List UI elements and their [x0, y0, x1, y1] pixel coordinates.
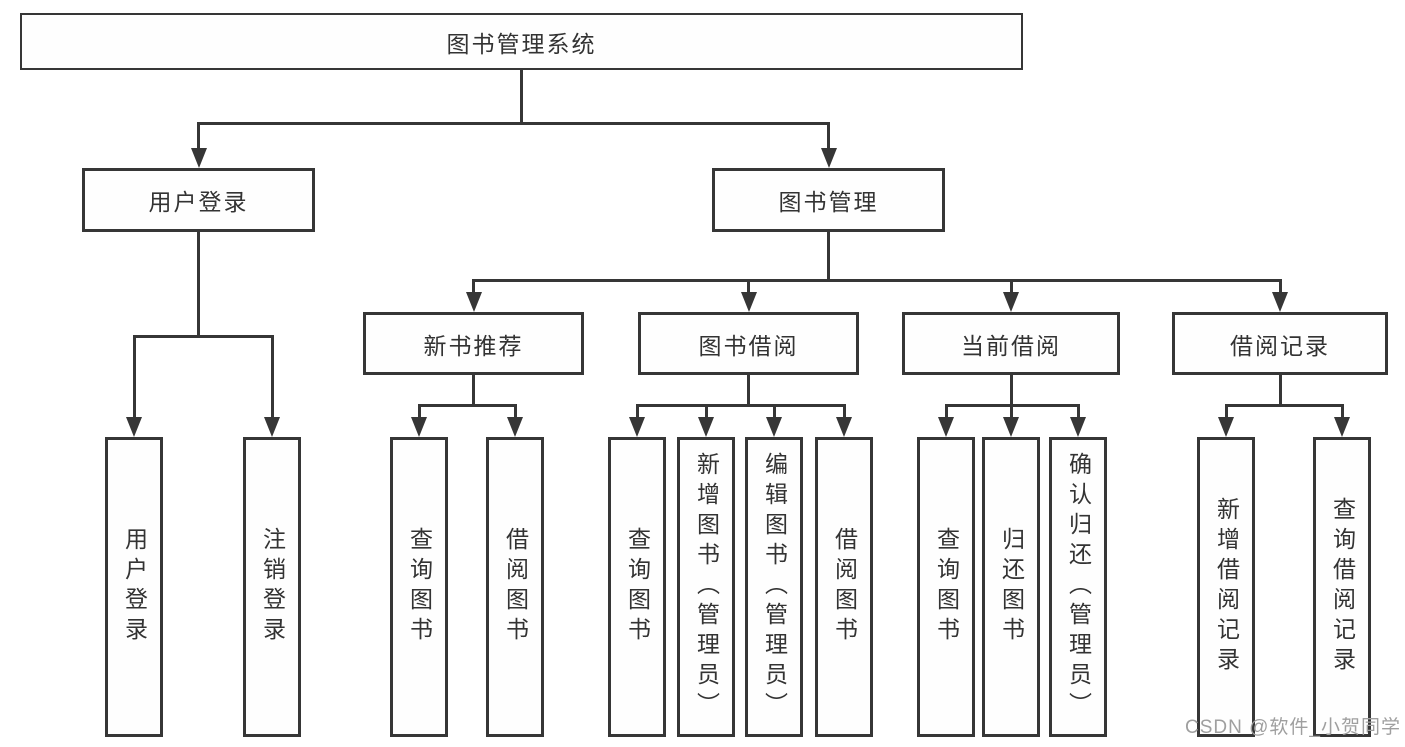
node-label: 编辑图书（管理员）: [761, 452, 788, 722]
node-leaf-query-books-2: 查询图书: [608, 437, 666, 737]
connector-line: [1224, 404, 1228, 417]
connector-line: [197, 232, 200, 338]
node-current-borrowing: 当前借阅: [902, 312, 1120, 375]
node-label: 图书管理: [778, 189, 879, 215]
node-label: 新书推荐: [423, 332, 524, 359]
node-label: 借阅记录: [1230, 332, 1330, 359]
node-leaf-query-books-1: 查询图书: [390, 437, 448, 737]
connector-line: [132, 335, 136, 417]
node-label: 查询图书: [933, 527, 960, 647]
node-label: 新增图书（管理员）: [693, 452, 720, 722]
node-label: 查询图书: [406, 527, 433, 647]
connector-line: [1278, 279, 1282, 292]
connector-line: [520, 70, 523, 125]
node-leaf-edit-books-admin: 编辑图书（管理员）: [745, 437, 803, 737]
connector-line: [1009, 375, 1013, 407]
arrow-down-icon: [190, 148, 207, 168]
node-label: 用户登录: [121, 527, 148, 647]
connector-line: [472, 279, 1282, 282]
connector-line: [827, 122, 830, 148]
node-library-management-system: 图书管理系统: [20, 13, 1023, 70]
node-label: 归还图书: [998, 527, 1025, 647]
arrow-down-icon: [1003, 417, 1019, 437]
connector-line: [772, 404, 776, 417]
node-borrowing-records: 借阅记录: [1172, 312, 1388, 375]
connector-line: [842, 404, 846, 417]
connector-line: [1224, 404, 1344, 407]
connector-line: [132, 335, 274, 338]
node-leaf-borrow-books-2: 借阅图书: [815, 437, 873, 737]
arrow-down-icon: [740, 292, 757, 312]
connector-line: [197, 122, 830, 125]
connector-line: [704, 404, 708, 417]
connector-line: [197, 122, 200, 148]
arrow-down-icon: [629, 417, 645, 437]
node-label: 借阅图书: [502, 527, 529, 647]
arrow-down-icon: [411, 417, 427, 437]
connector-line: [472, 375, 475, 407]
arrow-down-icon: [465, 292, 482, 312]
connector-line: [827, 232, 830, 282]
connector-line: [417, 404, 517, 407]
arrow-down-icon: [1334, 417, 1350, 437]
node-leaf-borrow-books-1: 借阅图书: [486, 437, 544, 737]
connector-line: [944, 404, 948, 417]
node-label: 查询图书: [624, 527, 651, 647]
connector-line: [635, 404, 846, 407]
arrow-down-icon: [126, 417, 142, 437]
arrow-down-icon: [820, 148, 837, 168]
node-label: 查询借阅记录: [1329, 497, 1356, 677]
node-label: 新增借阅记录: [1213, 497, 1240, 677]
connector-line: [270, 335, 274, 417]
arrow-down-icon: [938, 417, 954, 437]
node-label: 注销登录: [259, 527, 286, 647]
node-leaf-add-borrow-record: 新增借阅记录: [1197, 437, 1255, 737]
connector-line: [1076, 404, 1080, 417]
node-leaf-add-books-admin: 新增图书（管理员）: [677, 437, 735, 737]
node-leaf-confirm-return-admin: 确认归还（管理员）: [1049, 437, 1107, 737]
arrow-down-icon: [1218, 417, 1234, 437]
connector-line: [417, 404, 421, 417]
connector-line: [1340, 404, 1344, 417]
node-leaf-query-books-3: 查询图书: [917, 437, 975, 737]
connector-line: [513, 404, 517, 417]
node-book-management: 图书管理: [712, 168, 945, 232]
node-user-login: 用户登录: [82, 168, 315, 232]
connector-line: [1278, 375, 1282, 407]
arrow-down-icon: [1272, 292, 1288, 312]
arrow-down-icon: [836, 417, 852, 437]
arrow-down-icon: [698, 417, 714, 437]
node-leaf-query-borrow-record: 查询借阅记录: [1313, 437, 1371, 737]
node-leaf-user-login: 用户登录: [105, 437, 163, 737]
watermark: CSDN @软件_小贺同学: [1185, 717, 1401, 738]
node-leaf-return-books: 归还图书: [982, 437, 1040, 737]
connector-line: [747, 375, 750, 407]
node-label: 图书管理系统: [446, 30, 597, 57]
connector-line: [747, 279, 750, 292]
node-label: 确认归还（管理员）: [1065, 452, 1092, 722]
node-label: 图书借阅: [698, 332, 799, 359]
node-book-borrowing: 图书借阅: [638, 312, 859, 375]
connector-line: [635, 404, 639, 417]
arrow-down-icon: [507, 417, 523, 437]
arrow-down-icon: [264, 417, 280, 437]
node-new-book-recommend: 新书推荐: [363, 312, 584, 375]
connector-line: [1009, 404, 1013, 417]
node-label: 借阅图书: [831, 527, 858, 647]
node-label: 用户登录: [148, 189, 249, 215]
arrow-down-icon: [1070, 417, 1086, 437]
arrow-down-icon: [1003, 292, 1019, 312]
connector-line: [472, 279, 475, 292]
connector-line: [1009, 279, 1013, 292]
arrow-down-icon: [766, 417, 782, 437]
node-leaf-logout: 注销登录: [243, 437, 301, 737]
node-label: 当前借阅: [961, 332, 1061, 359]
